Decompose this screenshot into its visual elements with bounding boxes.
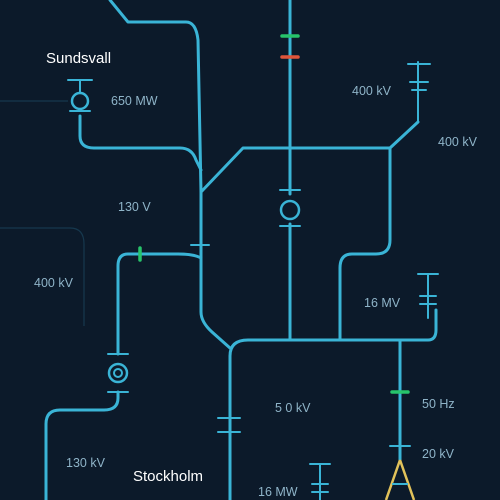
tick-2 bbox=[217, 417, 241, 433]
tower-16mv-icon bbox=[417, 273, 439, 319]
label-20kv: 20 kV bbox=[422, 447, 455, 461]
generator-symbol-icon bbox=[67, 79, 93, 112]
line-east-ring bbox=[338, 146, 392, 342]
transformer-symbol-icon bbox=[279, 189, 301, 227]
generator-triangle-icon bbox=[384, 459, 416, 500]
label-16mw: 16 MW bbox=[258, 485, 298, 499]
city-stockholm: Stockholm bbox=[133, 468, 203, 485]
label-400kv-c: 400 kV bbox=[34, 276, 74, 290]
line-west-tap bbox=[116, 252, 203, 356]
label-50kv: 5 0 kV bbox=[275, 401, 311, 415]
city-sundsvall: Sundsvall bbox=[46, 50, 111, 67]
guide-line-2 bbox=[0, 227, 85, 326]
label-400kv-b: 400 kV bbox=[438, 135, 478, 149]
transmission-lines bbox=[44, 0, 438, 500]
line-trunk bbox=[199, 190, 232, 350]
transformer-west-icon bbox=[107, 353, 129, 393]
label-130kv: 130 kV bbox=[66, 456, 106, 470]
tower-400kv-icon bbox=[407, 61, 431, 123]
line-north-west bbox=[108, 0, 203, 194]
label-50hz: 50 Hz bbox=[422, 397, 455, 411]
tower-16mw-icon bbox=[309, 463, 331, 500]
line-west-feeder bbox=[44, 390, 120, 500]
line-sundsvall-feeder bbox=[78, 114, 203, 172]
line-south-bus bbox=[228, 308, 438, 500]
label-400kv-a: 400 kV bbox=[352, 84, 392, 98]
label-650mw: 650 MW bbox=[111, 94, 158, 108]
line-upper-ring bbox=[199, 120, 420, 194]
label-16mv: 16 MV bbox=[364, 296, 401, 310]
label-130v: 130 V bbox=[118, 200, 151, 214]
